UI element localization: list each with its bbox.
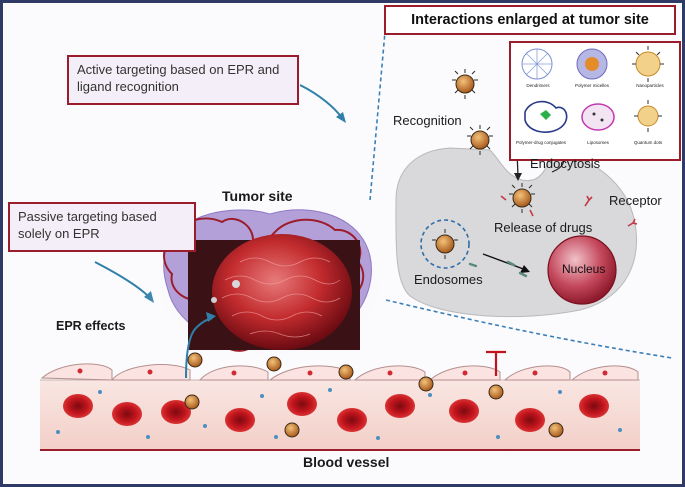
- active-targeting-callout: Active targeting based on EPR and ligand…: [67, 55, 299, 105]
- epr-arrow: [185, 317, 213, 379]
- tumor-site-label: Tumor site: [222, 188, 293, 204]
- barrier-marker: [486, 350, 506, 376]
- inset-label-polymer-micelles: Polymer micelles: [574, 83, 609, 88]
- release-of-drugs-label: Release of drugs: [494, 220, 593, 235]
- inset-label-quantum-dots: Quantum dots: [633, 140, 663, 145]
- endosomes-label: Endosomes: [414, 272, 483, 287]
- zoom-line-lower: [385, 299, 673, 359]
- tumor-cell: [212, 234, 352, 350]
- nanoparticles: [184, 74, 564, 438]
- red-blood-cells: [63, 392, 609, 432]
- inset-icons: [521, 46, 664, 133]
- endocytosis-label: Endocytosis: [530, 156, 601, 171]
- inset-label-nanoparticles: Nanoparticles: [636, 83, 664, 88]
- endosome: [420, 219, 470, 269]
- inset-label-dendrimers: Dendrimers: [526, 83, 550, 88]
- nucleus: [547, 235, 617, 305]
- epr-effects-label: EPR effects: [56, 319, 126, 333]
- recognition-label: Recognition: [393, 113, 462, 128]
- release-arrow: [482, 253, 527, 271]
- inset-label-liposomes: Liposomes: [587, 140, 609, 145]
- receptors: [500, 195, 638, 227]
- inset-label-polymer-drug-conjugates: Polymer-drug conjugates: [515, 140, 567, 145]
- blood-vessel-label: Blood vessel: [303, 454, 390, 470]
- passive-targeting-callout: Passive targeting based solely on EPR: [8, 202, 196, 252]
- nanoparticle-ligands: [432, 69, 535, 259]
- nucleus-label: Nucleus: [562, 262, 606, 276]
- zoom-line-upper: [369, 31, 386, 201]
- receptor-label: Receptor: [609, 193, 662, 208]
- page-title: Interactions enlarged at tumor site: [384, 5, 676, 35]
